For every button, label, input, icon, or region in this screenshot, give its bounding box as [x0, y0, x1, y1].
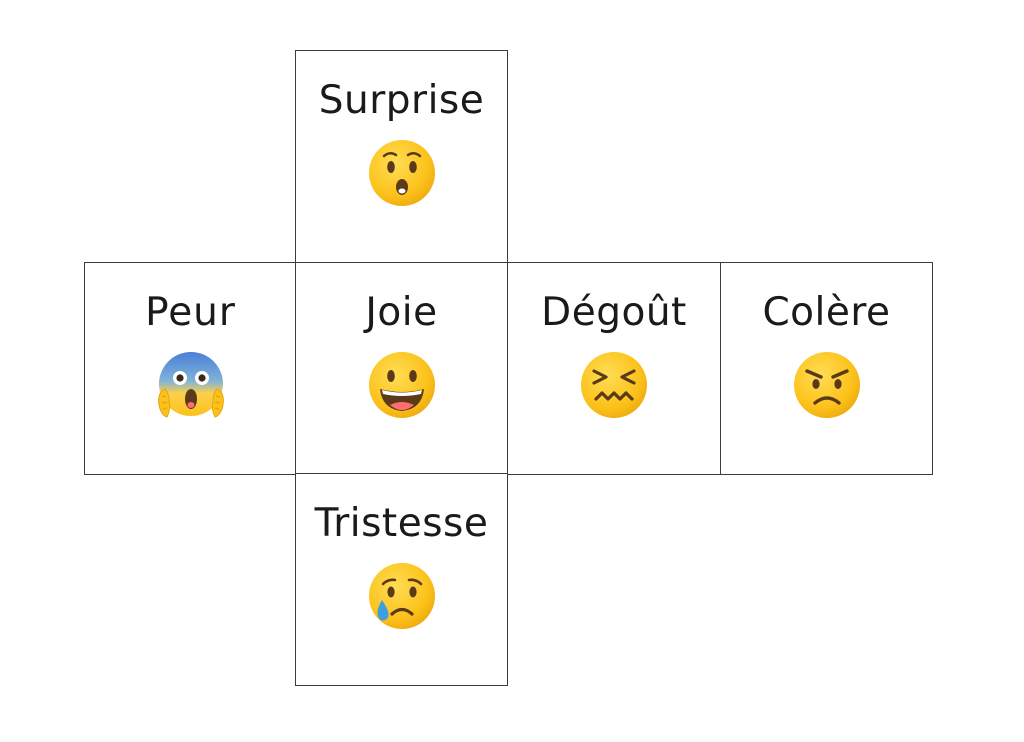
cell-joie: Joie	[295, 262, 508, 475]
confounded-face-icon	[578, 349, 650, 421]
label-peur: Peur	[145, 290, 236, 335]
screaming-face-icon	[155, 349, 227, 421]
cell-colere: Colère	[720, 262, 933, 475]
grinning-face-icon	[366, 349, 438, 421]
cell-surprise: Surprise	[295, 50, 508, 263]
label-tristesse: Tristesse	[314, 501, 489, 546]
cell-tristesse: Tristesse	[295, 473, 508, 686]
astonished-face-icon	[366, 137, 438, 209]
cell-peur: Peur	[84, 262, 297, 475]
label-degout: Dégoût	[541, 290, 687, 335]
cell-degout: Dégoût	[507, 262, 721, 475]
label-colere: Colère	[762, 290, 891, 335]
label-joie: Joie	[365, 290, 438, 335]
label-surprise: Surprise	[318, 78, 485, 123]
angry-face-icon	[791, 349, 863, 421]
sad-but-relieved-face-icon	[366, 560, 438, 632]
